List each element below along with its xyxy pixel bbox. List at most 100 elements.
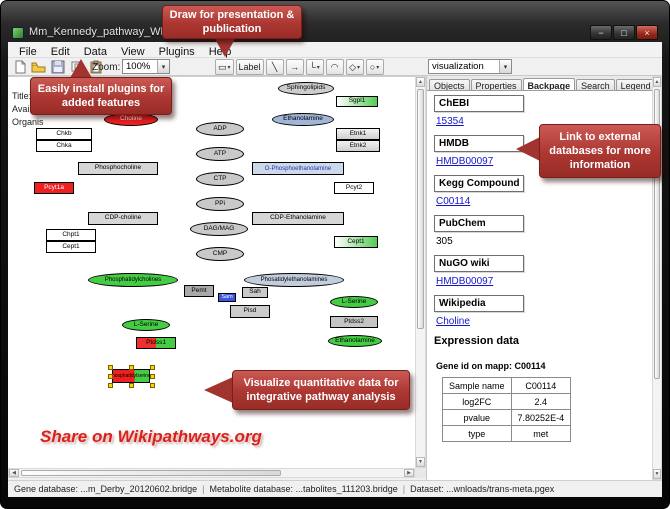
menu-edit[interactable]: Edit xyxy=(50,46,70,58)
scrollbar-thumb[interactable] xyxy=(654,89,660,379)
tab-backpage[interactable]: Backpage xyxy=(522,78,576,93)
tab-properties[interactable]: Properties xyxy=(470,78,522,93)
menu-file[interactable]: File xyxy=(19,46,37,58)
line-tool-button[interactable]: ╲ xyxy=(265,59,284,75)
interaction-tool-glyph: ○ xyxy=(369,62,376,72)
pathway-node-sgpl1[interactable]: Sgpl1 xyxy=(336,96,378,107)
pathway-info-line: Title: xyxy=(12,91,32,101)
selection-handle[interactable] xyxy=(150,374,155,379)
panel-vertical-scrollbar[interactable]: ▲ ▼ xyxy=(652,76,662,480)
scroll-left-icon[interactable]: ◀ xyxy=(9,469,19,477)
section-header: ChEBI xyxy=(434,95,524,112)
pathway-node-ptdss1[interactable]: Ptdss1 xyxy=(136,337,176,349)
menu-view[interactable]: View xyxy=(120,46,145,58)
external-link[interactable]: 15354 xyxy=(436,116,464,127)
pathway-node-chkb[interactable]: Chkb xyxy=(36,128,92,140)
pathway-node-pcyt1a[interactable]: Pcyt1a xyxy=(34,182,74,194)
shape-tool-glyph: ◇ xyxy=(349,61,357,72)
callout-draw-presentation: Draw for presentation & publication xyxy=(162,5,302,39)
pathway-node-etnk1[interactable]: Etnk1 xyxy=(336,128,380,140)
menu-data[interactable]: Data xyxy=(83,46,107,58)
chevron-down-icon[interactable]: ▾ xyxy=(499,60,511,73)
pathway-node-cept1-right[interactable]: Cept1 xyxy=(334,236,378,248)
pathway-node-cept1-left[interactable]: Cept1 xyxy=(46,241,96,253)
datanode-tool-button[interactable]: ▭▾ xyxy=(215,59,234,75)
external-link[interactable]: HMDB00097 xyxy=(436,276,494,287)
menu-plugins[interactable]: Plugins xyxy=(158,46,195,58)
pathway-node-chka[interactable]: Chka xyxy=(36,140,92,152)
scroll-up-icon[interactable]: ▲ xyxy=(416,77,425,87)
pathway-node-ppi[interactable]: PPi xyxy=(196,197,244,211)
interaction-tool-button[interactable]: ○▾ xyxy=(365,59,384,75)
selection-handle[interactable] xyxy=(129,383,134,388)
pathway-node-cdp-choline[interactable]: CDP-choline xyxy=(88,212,158,225)
pathway-node-ethanolamine-top[interactable]: Ethanolamine xyxy=(272,113,334,126)
selection-handle[interactable] xyxy=(150,365,155,370)
scroll-right-icon[interactable]: ▶ xyxy=(404,469,414,477)
drawing-tools-group: ▭▾Label╲ → └▾◠◇▾○▾ xyxy=(215,59,384,75)
chevron-down-icon[interactable]: ▾ xyxy=(157,60,169,73)
datanode-tool-glyph: ▭ xyxy=(218,61,227,72)
maximize-button[interactable]: □ xyxy=(613,25,635,40)
visualization-value: visualization xyxy=(432,61,484,72)
arc-tool-button[interactable]: ◠ xyxy=(325,59,344,75)
pathway-node-phosphatidylcholines[interactable]: Phosphatidylcholines xyxy=(88,273,178,287)
pathway-node-sah[interactable]: Sah xyxy=(242,287,268,298)
pathway-node-o-phosphoethanolamine[interactable]: O-Phosphoethanolamine xyxy=(252,162,344,175)
tab-objects[interactable]: Objects xyxy=(429,78,470,93)
selection-handle[interactable] xyxy=(129,365,134,370)
pathway-node-l-serine-right[interactable]: L-Serine xyxy=(330,296,378,308)
pathway-node-sam[interactable]: Sam xyxy=(218,293,236,302)
table-cell: 7.80252E-4 xyxy=(510,409,572,426)
save-icon[interactable] xyxy=(49,59,66,75)
table-cell: met xyxy=(510,425,572,442)
shape-tool-button[interactable]: ◇▾ xyxy=(345,59,364,75)
section-header: Wikipedia xyxy=(434,295,524,312)
pathway-node-atp[interactable]: ATP xyxy=(196,147,244,161)
external-link[interactable]: C00114 xyxy=(436,196,471,207)
scrollbar-thumb[interactable] xyxy=(21,470,281,476)
pathway-node-ctp[interactable]: CTP xyxy=(196,172,244,186)
label-tool-button[interactable]: Label xyxy=(235,59,264,75)
pathway-node-ptdss2[interactable]: Ptdss2 xyxy=(330,316,378,328)
pathway-node-phosphatidylserines[interactable]: Phosphatidylserines xyxy=(112,369,150,383)
pathway-node-phosphocholine[interactable]: Phosphocholine xyxy=(78,162,158,175)
pathway-node-phosatidylethanolamines[interactable]: Phosatidylethanolamines xyxy=(244,273,344,287)
pathway-node-adp[interactable]: ADP xyxy=(196,122,244,136)
arrow-tool-glyph: → xyxy=(290,62,300,72)
minimize-button[interactable]: − xyxy=(590,25,612,40)
canvas-vertical-scrollbar[interactable]: ▲ ▼ xyxy=(415,76,426,468)
new-file-icon[interactable] xyxy=(11,59,28,75)
pathway-node-pcyt2[interactable]: Pcyt2 xyxy=(334,182,374,194)
selection-handle[interactable] xyxy=(108,365,113,370)
pathway-node-dag-mag[interactable]: DAG/MAG xyxy=(190,222,248,236)
selection-handle[interactable] xyxy=(108,374,113,379)
status-text: Gene database: ...m_Derby_20120602.bridg… xyxy=(14,484,198,494)
pathway-node-cmp[interactable]: CMP xyxy=(196,247,244,261)
open-file-icon[interactable] xyxy=(30,59,47,75)
canvas-horizontal-scrollbar[interactable]: ◀ ▶ xyxy=(8,468,415,478)
pathway-node-pemt[interactable]: Pemt xyxy=(184,285,214,297)
pathway-node-l-serine-left[interactable]: L-Serine xyxy=(122,319,170,331)
close-button[interactable]: × xyxy=(636,25,658,40)
scroll-down-icon[interactable]: ▼ xyxy=(416,457,425,467)
pathway-node-pisd[interactable]: Pisd xyxy=(230,305,270,318)
external-link[interactable]: HMDB00097 xyxy=(436,156,494,167)
tab-search[interactable]: Search xyxy=(576,78,615,93)
elbow-line-tool-button[interactable]: └▾ xyxy=(305,59,324,75)
external-link[interactable]: Choline xyxy=(436,316,470,327)
scroll-down-icon[interactable]: ▼ xyxy=(653,469,661,479)
scrollbar-thumb[interactable] xyxy=(417,89,424,329)
pathway-node-cdp-ethanolamine[interactable]: CDP-Ethanolamine xyxy=(252,212,344,225)
visualization-combobox[interactable]: visualization ▾ xyxy=(428,59,512,74)
scroll-up-icon[interactable]: ▲ xyxy=(653,77,661,87)
zoom-combobox[interactable]: 100% ▾ xyxy=(122,59,170,74)
pathway-node-chpt1[interactable]: Chpt1 xyxy=(46,229,96,241)
selection-handle[interactable] xyxy=(108,383,113,388)
selection-handle[interactable] xyxy=(150,383,155,388)
pathway-node-etnk2[interactable]: Etnk2 xyxy=(336,140,380,152)
pathway-node-sphingolipids[interactable]: Sphingolipids xyxy=(278,82,334,95)
arrow-tool-button[interactable]: → xyxy=(285,59,304,75)
pathway-node-ethanolamine-bottom[interactable]: Ethanolamine xyxy=(328,335,382,347)
